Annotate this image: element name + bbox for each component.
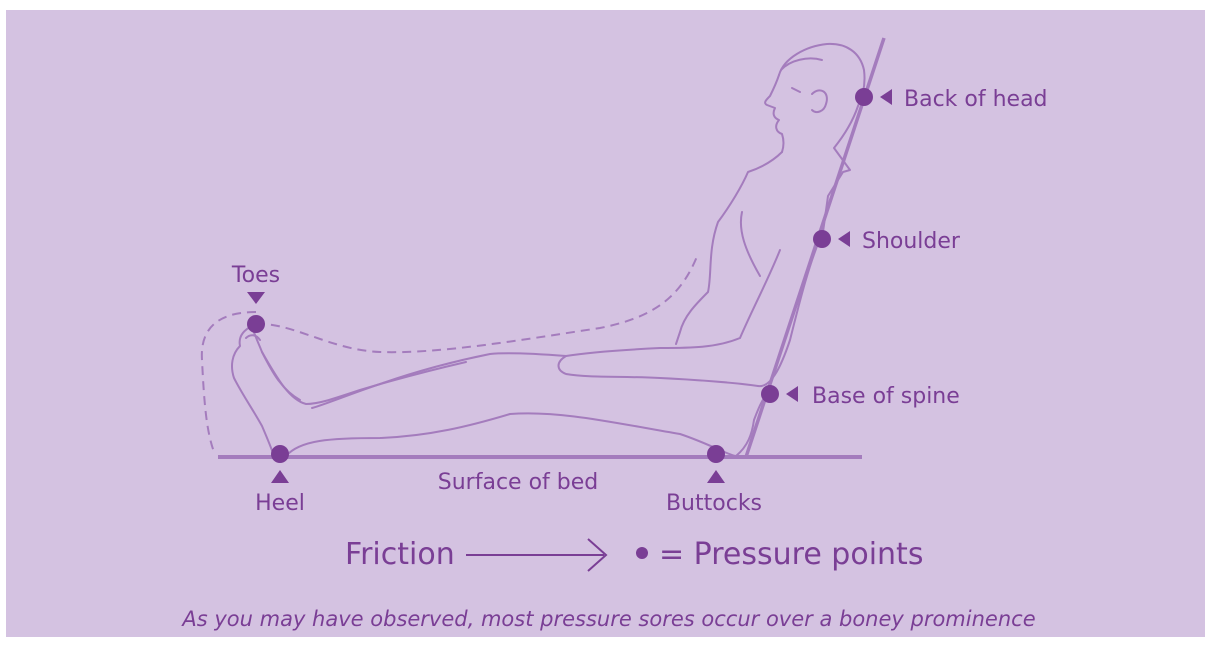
dashed-foot-outline — [202, 312, 256, 452]
neck-chest-outline — [676, 152, 782, 344]
pointer-shoulder-icon — [838, 231, 850, 247]
label-surface-of-bed: Surface of bed — [438, 470, 598, 495]
label-back-of-head: Back of head — [904, 87, 1048, 112]
toe-detail — [246, 335, 260, 340]
pressure-point-base-of-spine — [761, 385, 779, 403]
calf-outline — [286, 413, 736, 456]
pointer-heel-icon — [271, 470, 289, 483]
caption: As you may have observed, most pressure … — [180, 607, 1035, 631]
legend-pressure-dot — [636, 547, 648, 559]
ear-outline — [812, 90, 827, 112]
label-pointers — [247, 89, 892, 483]
pressure-point-back-of-head — [855, 88, 873, 106]
label-base-of-spine: Base of spine — [812, 384, 960, 409]
foot-outline — [232, 326, 274, 456]
pointer-back-of-head-icon — [880, 89, 892, 105]
label-heel: Heel — [255, 491, 305, 516]
pointer-toes-icon — [247, 292, 265, 304]
thigh-outline — [312, 353, 566, 408]
label-shoulder: Shoulder — [862, 229, 961, 254]
legend-friction-label: Friction — [345, 537, 455, 572]
pointer-buttocks-icon — [707, 470, 725, 483]
label-toes: Toes — [231, 263, 280, 288]
back-outline — [758, 232, 823, 386]
legend: Friction = Pressure points — [345, 537, 923, 572]
legend-pressure-points-label: = Pressure points — [659, 537, 923, 572]
hair-detail — [781, 58, 822, 92]
foot-sole-outline — [262, 352, 300, 400]
pressure-point-buttocks — [707, 445, 725, 463]
face-profile — [765, 75, 783, 152]
pointer-base-of-spine-icon — [786, 386, 798, 402]
dashed-leg-outline — [256, 254, 698, 352]
label-buttocks: Buttocks — [666, 491, 762, 516]
pressure-point-toes — [247, 315, 265, 333]
pressure-point-heel — [271, 445, 289, 463]
pressure-point-shoulder — [813, 230, 831, 248]
pressure-points — [247, 88, 873, 463]
